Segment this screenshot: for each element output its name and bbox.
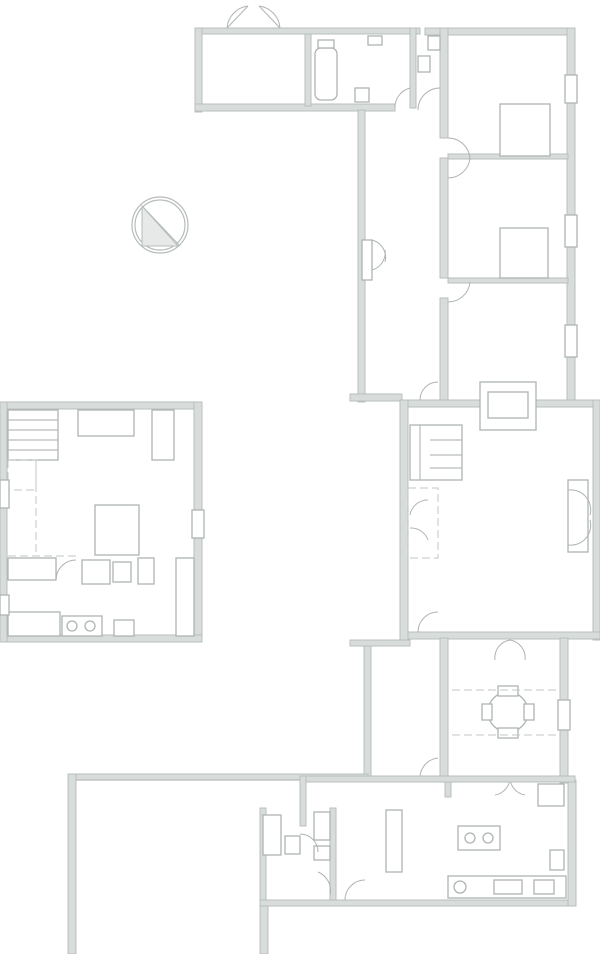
north-arrow-icon — [131, 196, 189, 254]
bedroom-wing — [194, 5, 578, 404]
kitchen-garage-block — [67, 773, 577, 954]
dining-kitchen-block — [349, 637, 571, 796]
guest-house — [0, 401, 205, 643]
living-block — [349, 381, 600, 641]
